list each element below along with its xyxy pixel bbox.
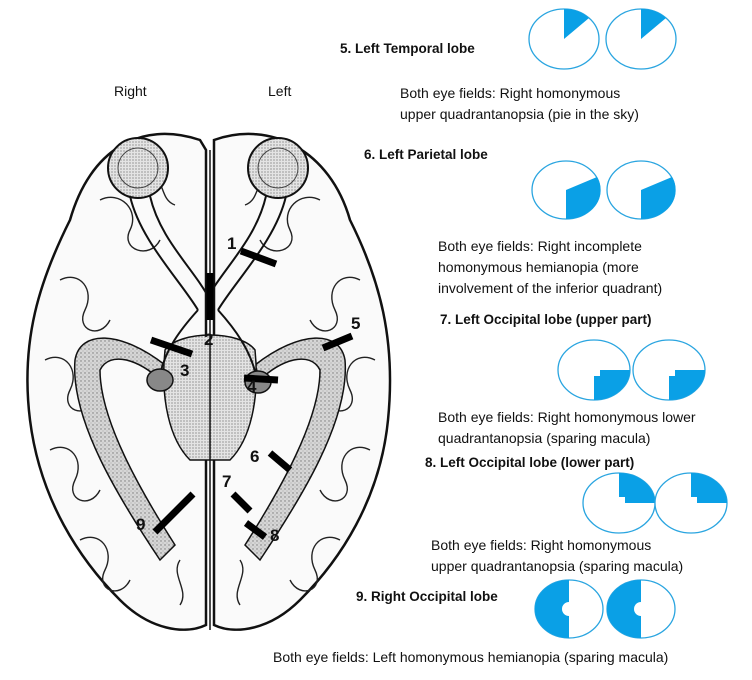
lesion-number-5: 5: [351, 314, 360, 333]
lesion-number-7: 7: [222, 472, 231, 491]
section-6-title: 6. Left Parietal lobe: [364, 147, 488, 162]
lesion-7: [230, 491, 253, 514]
lesion-number-6: 6: [250, 447, 259, 466]
lesion-number-9: 9: [136, 515, 145, 534]
lesion-8: [243, 520, 268, 540]
section-8-desc-line-1: Both eye fields: Right homonymous: [431, 537, 652, 553]
lesion-1: [239, 247, 278, 268]
lesion-number-4: 4: [247, 377, 257, 396]
left-side-label: Left: [268, 83, 292, 99]
section-7-desc-line-2: quadrantanopsia (sparing macula): [438, 430, 651, 446]
section-6-desc-line-2: homonymous hemianopia (more: [438, 259, 639, 275]
section-7-title: 7. Left Occipital lobe (upper part): [440, 312, 652, 327]
section-9-desc-line-1: Both eye fields: Left homonymous hemiano…: [273, 649, 669, 665]
right-optic-radiation: [73, 337, 176, 562]
right-eye: [107, 137, 169, 199]
section-6-desc-line-3: involvement of the inferior quadrant): [438, 280, 663, 296]
section-5-desc-line-2: upper quadrantanopsia (pie in the sky): [400, 106, 639, 122]
left-eye: [247, 137, 309, 199]
section-9-title: 9. Right Occipital lobe: [356, 589, 498, 604]
section-5-title: 5. Left Temporal lobe: [340, 41, 475, 56]
section-5-desc-line-1: Both eye fields: Right homonymous: [400, 85, 621, 101]
lesion-number-8: 8: [270, 526, 279, 545]
right-side-label: Right: [114, 83, 147, 99]
lesion-6: [267, 450, 293, 473]
lesion-9: [152, 491, 196, 535]
lesion-5: [321, 332, 354, 352]
lesion-4: [243, 374, 279, 384]
lesion-3: [149, 336, 194, 358]
section-8-title: 8. Left Occipital lobe (lower part): [425, 455, 635, 470]
lesion-number-1: 1: [227, 234, 236, 253]
section-6-desc-line-1: Both eye fields: Right incomplete: [438, 238, 642, 254]
lesion-number-2: 2: [204, 330, 213, 349]
lesion-number-3: 3: [180, 361, 189, 380]
section-8-desc-line-2: upper quadrantanopsia (sparing macula): [431, 558, 684, 574]
right-lgn: [146, 368, 174, 392]
section-7-desc-line-1: Both eye fields: Right homonymous lower: [438, 409, 696, 425]
